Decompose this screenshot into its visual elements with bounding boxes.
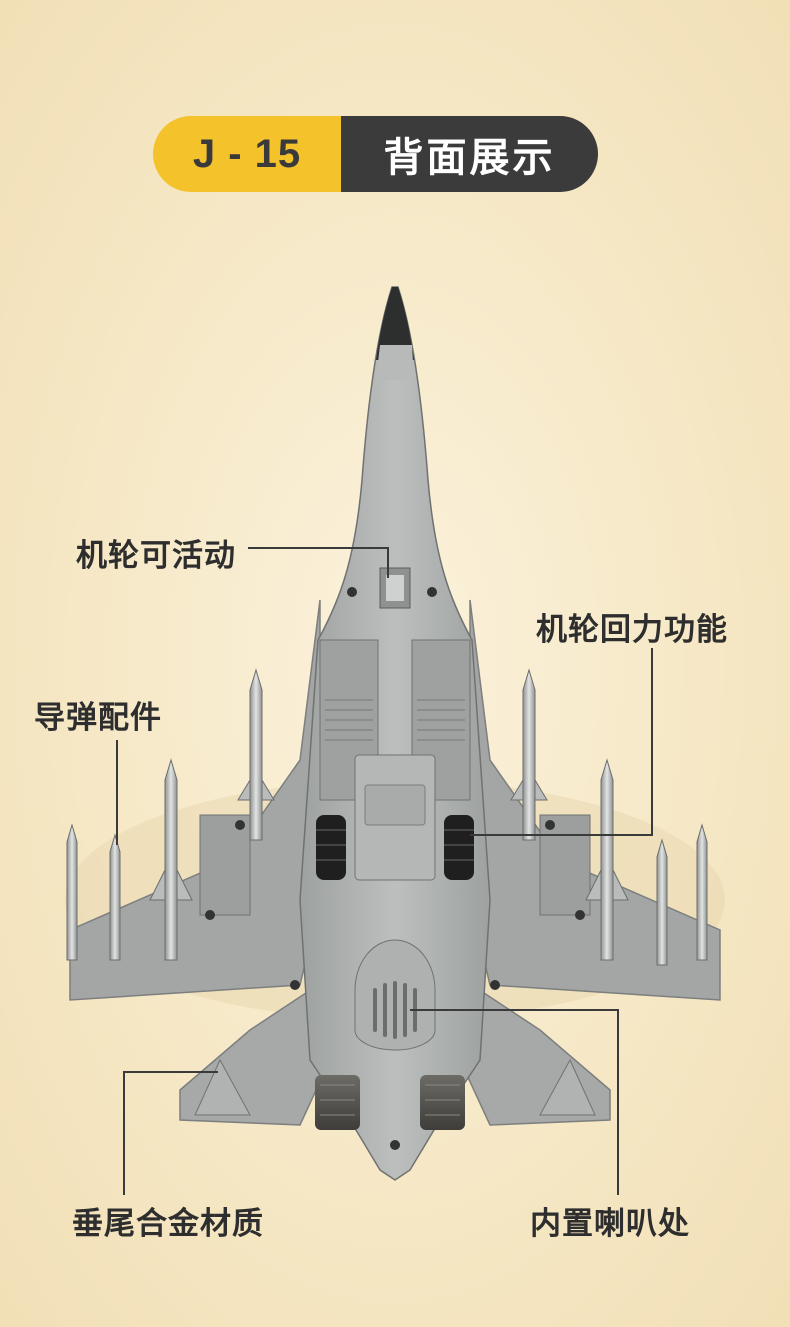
missiles: [66, 668, 708, 966]
right-nozzle: [420, 1075, 465, 1130]
model-name: J - 15: [153, 116, 341, 192]
left-nozzle: [315, 1075, 360, 1130]
title-banner: J - 15 背面展示: [153, 116, 598, 192]
callout-wheels-movable: 机轮可活动: [76, 538, 236, 574]
callout-wheel-pullback: 机轮回力功能: [536, 612, 728, 648]
fuselage: [299, 286, 491, 1181]
left-wheel: [316, 815, 346, 880]
callout-missile-accessories: 导弹配件: [34, 700, 162, 736]
view-subtitle: 背面展示: [341, 116, 598, 192]
callout-tail-alloy: 垂尾合金材质: [72, 1206, 264, 1242]
right-wheel: [444, 815, 474, 880]
callout-built-in-speaker: 内置喇叭处: [530, 1206, 690, 1242]
